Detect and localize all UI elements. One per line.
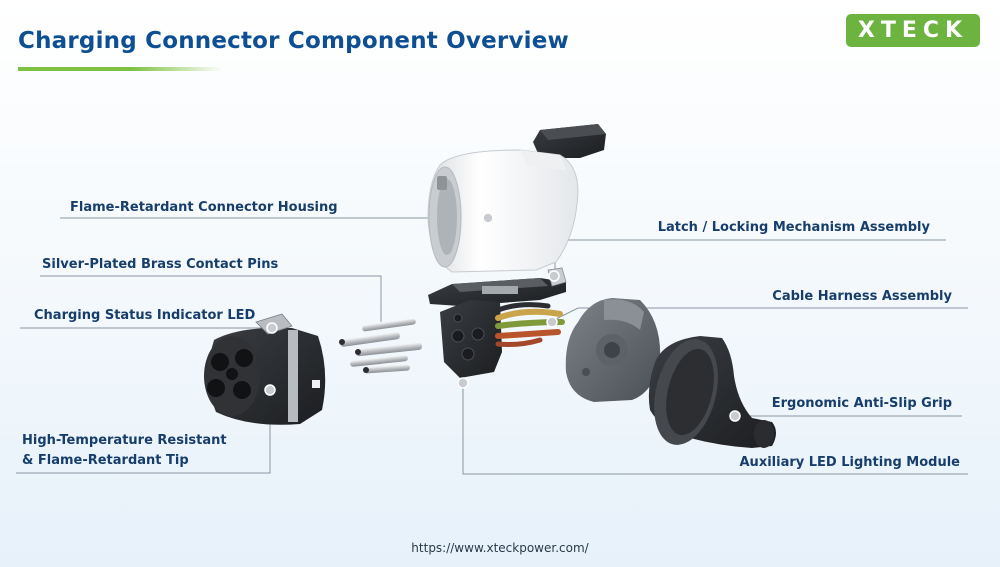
label-grip: Ergonomic Anti-Slip Grip (771, 396, 952, 411)
marker-led (266, 322, 278, 334)
marker-tip (264, 384, 276, 396)
rear-housing (565, 298, 661, 402)
label-housing: Flame-Retardant Connector Housing (70, 200, 338, 215)
contact-pin (350, 355, 408, 367)
marker-latch (548, 270, 560, 282)
latch-mechanism (428, 267, 567, 306)
contact-pin (363, 364, 410, 374)
footer-url[interactable]: https://www.xteckpower.com/ (411, 541, 589, 555)
label-tip-line1: High-Temperature Resistant (22, 433, 227, 448)
label-tip-line2: & Flame-Retardant Tip (22, 453, 189, 468)
title-underline (18, 67, 223, 71)
label-latch: Latch / Locking Mechanism Assembly (657, 220, 930, 235)
page-title: Charging Connector Component Overview (18, 28, 569, 54)
marker-aux-led (457, 377, 469, 389)
inner-core (440, 300, 502, 378)
contact-pin (339, 332, 400, 347)
leader-pins (40, 275, 382, 322)
label-harness: Cable Harness Assembly (772, 289, 952, 304)
marker-grip (729, 410, 741, 422)
label-contact-pins: Silver-Plated Brass Contact Pins (42, 257, 279, 272)
label-aux-led: Auxiliary LED Lighting Module (739, 455, 961, 470)
leader-latch (554, 239, 946, 275)
ergonomic-grip (648, 336, 776, 448)
connector-tip (204, 313, 326, 425)
connector-housing (427, 149, 579, 273)
cable-harness (495, 302, 565, 347)
label-status-led: Charging Status Indicator LED (34, 308, 256, 323)
marker-harness (546, 316, 558, 328)
contact-pin (362, 318, 416, 332)
latch-button (533, 124, 606, 158)
leader-aux-led (462, 383, 968, 475)
brand-logo: XTECK (846, 14, 980, 47)
contact-pins (339, 318, 422, 374)
contact-pin (355, 342, 422, 357)
marker-housing (482, 212, 494, 224)
